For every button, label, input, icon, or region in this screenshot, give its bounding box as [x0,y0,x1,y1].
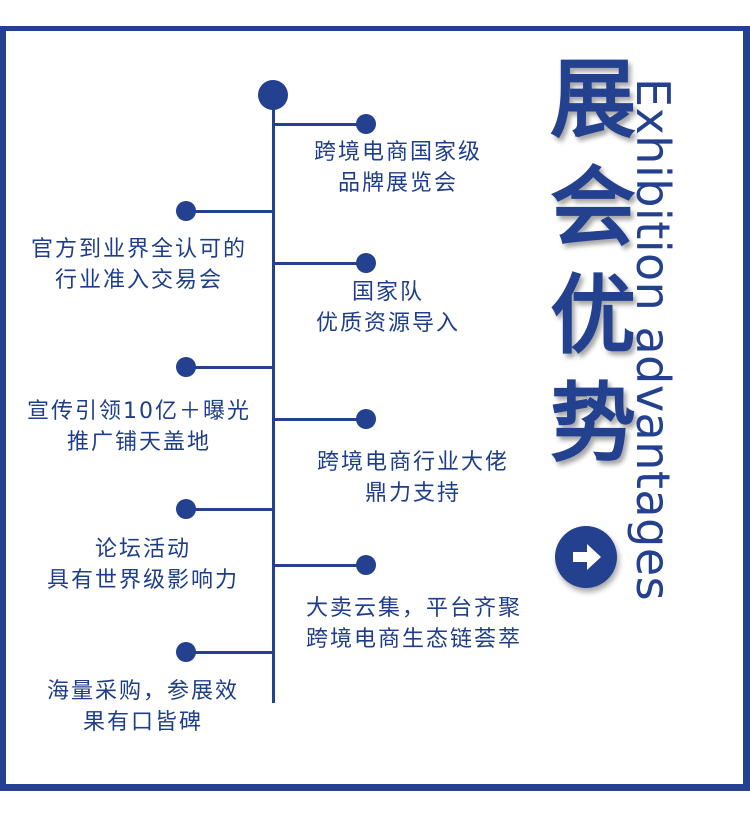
timeline-start-dot [258,80,288,110]
right-label-1-line1: 跨境电商国家级 [313,140,482,165]
left-label-3: 论坛活动 具有世界级影响力 [18,534,268,596]
title-char-4: 势 [550,374,636,474]
right-dot-2 [356,253,376,273]
left-label-2: 宣传引领10亿＋曝光 推广铺天盖地 [8,396,270,458]
left-label-1-line2: 行业准入交易会 [54,268,223,293]
right-dot-4 [356,555,376,575]
right-label-3: 跨境电商行业大佬 鼎力支持 [283,447,543,509]
title-chinese: 展 会 优 势 [538,46,648,478]
right-label-1: 跨境电商国家级 品牌展览会 [283,137,513,199]
right-branch-1 [274,123,366,126]
left-dot-3 [176,499,196,519]
left-label-1: 官方到业界全认可的 行业准入交易会 [8,234,270,296]
left-label-2-line2: 推广铺天盖地 [66,430,211,455]
title-char-3: 优 [550,266,636,366]
right-branch-4 [274,564,366,567]
right-label-2: 国家队 优质资源导入 [283,277,493,339]
left-branch-1 [186,210,274,213]
right-label-4-line2: 跨境电商生态链荟萃 [305,627,522,652]
left-label-4-line1: 海量采购，参展效 [46,679,239,704]
left-dot-4 [176,642,196,662]
right-label-2-line1: 国家队 [351,280,424,305]
frame-border-left [0,26,6,791]
frame-border-bottom [0,784,750,791]
right-branch-3 [274,418,366,421]
right-label-4-line1: 大卖云集，平台齐聚 [305,596,522,621]
arrow-right-glyph [573,544,601,570]
right-branch-2 [274,262,366,265]
left-branch-4 [186,651,274,654]
right-dot-3 [356,409,376,429]
left-label-3-line1: 论坛活动 [94,537,191,562]
left-dot-2 [176,357,196,377]
arrow-right-circle-icon[interactable] [555,526,617,588]
right-label-2-line2: 优质资源导入 [315,311,460,336]
title-char-2: 会 [550,158,636,258]
left-label-4: 海量采购，参展效 果有口皆碑 [18,676,268,738]
right-label-1-line2: 品牌展览会 [337,171,458,196]
right-label-4: 大卖云集，平台齐聚 跨境电商生态链荟萃 [283,593,545,655]
title-english: Exhibition advantages [626,78,680,602]
left-branch-2 [186,366,274,369]
frame-border-top [0,26,750,31]
frame-border-right [743,26,750,791]
left-label-3-line2: 具有世界级影响力 [46,568,239,593]
left-dot-1 [176,201,196,221]
timeline-spine [272,95,275,703]
left-branch-3 [186,508,274,511]
right-label-3-line2: 鼎力支持 [364,481,461,506]
left-label-1-line1: 官方到业界全认可的 [30,237,247,262]
title-char-1: 展 [550,50,636,150]
left-label-2-line1: 宣传引领10亿＋曝光 [27,399,251,424]
right-label-3-line1: 跨境电商行业大佬 [316,450,509,475]
left-label-4-line2: 果有口皆碑 [82,710,203,735]
right-dot-1 [356,114,376,134]
